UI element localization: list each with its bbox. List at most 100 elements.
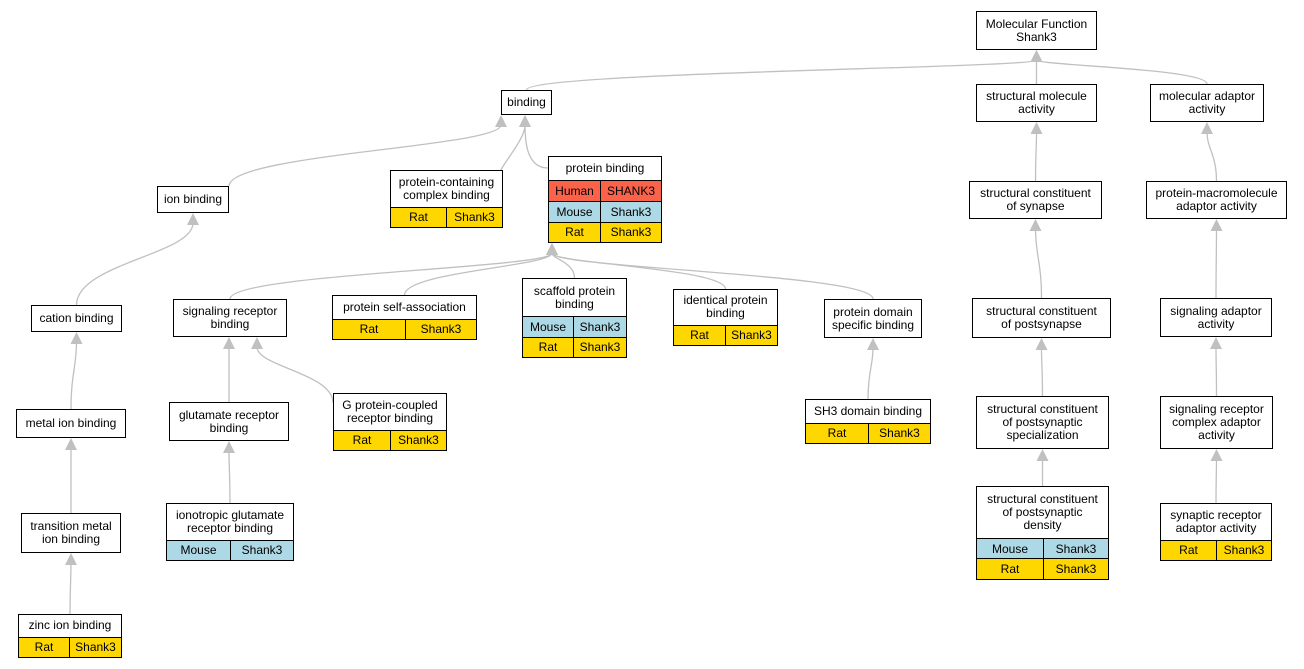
gene-label: Shank3 — [600, 222, 661, 243]
go-term-label: structural constituent of postsynaptic s… — [987, 402, 1098, 442]
gene-label: Shank3 — [405, 319, 476, 339]
edge-zinc-ion-binding-to-transition-metal-ion-binding — [69, 562, 72, 615]
edge-metal-ion-binding-to-cation-binding — [70, 341, 78, 410]
arrowhead-icon — [1036, 449, 1049, 461]
go-term-signaling-receptor-binding[interactable]: signaling receptor binding — [173, 299, 287, 337]
annotation-row-human: Human SHANK3 — [549, 180, 661, 201]
go-term-molecular-adaptor-activity[interactable]: molecular adaptor activity — [1150, 84, 1264, 122]
go-term-protein-domain-specific-binding[interactable]: protein domain specific binding — [824, 299, 922, 338]
go-term-label: protein binding — [565, 161, 645, 176]
annotation-row-mouse: Mouse Shank3 — [167, 539, 293, 560]
go-term-structural-constituent-of-postsynaptic-density[interactable]: structural constituent of postsynaptic d… — [976, 486, 1109, 580]
gene-label: Shank3 — [230, 540, 293, 560]
go-term-label: protein domain specific binding — [831, 304, 915, 332]
species-label: Mouse — [529, 319, 567, 334]
go-term-label: protein-macromolecule adaptor activity — [1155, 186, 1278, 213]
arrowhead-icon — [519, 115, 531, 127]
go-term-label: glutamate receptor binding — [178, 407, 280, 435]
gene-label: Shank3 — [69, 637, 121, 657]
go-term-transition-metal-ion-binding[interactable]: transition metal ion binding — [21, 513, 121, 553]
go-term-label: molecular adaptor activity — [1158, 89, 1256, 116]
arrowhead-icon — [1035, 338, 1048, 350]
annotation-row-rat: Rat Shank3 — [523, 336, 626, 357]
arrowhead-icon — [495, 115, 507, 127]
edge-ionotropic-glutamate-receptor-binding-to-glutamate-receptor-binding — [228, 450, 231, 504]
annotation-row-rat: Rat Shank3 — [19, 636, 121, 657]
arrowhead-icon — [70, 332, 83, 344]
species-label: Rat — [34, 640, 54, 655]
go-term-label: Molecular Function Shank3 — [985, 16, 1088, 44]
go-term-label: structural molecule activity — [986, 89, 1087, 116]
species-label: Mouse — [556, 204, 593, 219]
go-term-structural-constituent-of-synapse[interactable]: structural constituent of synapse — [969, 181, 1102, 219]
go-term-cation-binding[interactable]: cation binding — [31, 305, 122, 332]
go-term-ion-binding[interactable]: ion binding — [157, 186, 229, 213]
go-term-protein-macromolecule-adaptor-activity[interactable]: protein-macromolecule adaptor activity — [1146, 181, 1287, 219]
go-term-structural-constituent-of-postsynapse[interactable]: structural constituent of postsynapse — [972, 298, 1111, 338]
go-term-structural-molecule-activity[interactable]: structural molecule activity — [976, 84, 1097, 122]
species-label: Mouse — [991, 541, 1029, 556]
go-term-label: synaptic receptor adaptor activity — [1170, 507, 1262, 535]
go-term-mf[interactable]: Molecular Function Shank3 — [976, 11, 1097, 50]
arrowhead-icon — [223, 441, 235, 453]
gene-label: Shank3 — [600, 201, 661, 222]
go-term-label: ionotropic glutamate receptor binding — [175, 507, 285, 535]
go-term-label: SH3 domain binding — [813, 403, 923, 418]
edge-binding-to-mf — [525, 59, 1038, 91]
arrowhead-icon — [65, 553, 77, 565]
go-term-label: signaling receptor complex adaptor activ… — [1169, 402, 1264, 442]
go-term-label: transition metal ion binding — [30, 519, 112, 546]
annotation-row-mouse: Mouse Shank3 — [977, 537, 1108, 559]
edge-scaffold-protein-binding-to-protein-binding — [551, 252, 576, 279]
go-term-signaling-adaptor-activity[interactable]: signaling adaptor activity — [1160, 298, 1272, 337]
species-label: Rat — [409, 210, 428, 225]
gene-label: Shank3 — [446, 207, 502, 227]
species-label: Rat — [1179, 543, 1198, 558]
edge-protein-self-association-to-protein-binding — [403, 252, 553, 296]
arrowhead-icon — [251, 337, 263, 349]
species-label: Mouse — [180, 543, 217, 558]
species-label: Rat — [359, 322, 379, 337]
gene-label: Shank3 — [573, 317, 626, 337]
edge-protein-domain-specific-binding-to-protein-binding — [551, 252, 874, 300]
go-term-metal-ion-binding[interactable]: metal ion binding — [16, 409, 126, 438]
go-term-label: zinc ion binding — [28, 618, 112, 633]
gene-label: Shank3 — [573, 337, 626, 357]
arrowhead-icon — [223, 337, 235, 349]
gene-label: Shank3 — [725, 325, 777, 345]
go-term-signaling-receptor-complex-adaptor-activity[interactable]: signaling receptor complex adaptor activ… — [1160, 396, 1273, 449]
arrowhead-icon — [1030, 122, 1043, 134]
gene-label: Shank3 — [390, 430, 446, 450]
go-term-label: structural constituent of postsynapse — [986, 304, 1097, 331]
edge-structural-constituent-of-postsynaptic-specialization-to-structural-constituent-of-postsynapse — [1040, 347, 1044, 397]
edge-protein-binding-to-binding — [524, 124, 549, 169]
arrowhead-icon — [65, 438, 77, 450]
go-term-binding[interactable]: binding — [501, 90, 552, 115]
edge-g-protein-coupled-receptor-binding-to-signaling-receptor-binding — [256, 346, 334, 404]
annotation-row-rat: Rat Shank3 — [391, 206, 502, 227]
species-label: Rat — [538, 340, 558, 355]
species-label: Human — [555, 184, 594, 199]
go-term-structural-constituent-of-postsynaptic-specialization[interactable]: structural constituent of postsynaptic s… — [976, 396, 1109, 449]
go-term-glutamate-receptor-binding[interactable]: glutamate receptor binding — [169, 402, 289, 441]
go-term-label: scaffold protein binding — [533, 283, 616, 311]
gene-label: Shank3 — [1043, 538, 1108, 559]
go-term-label: G protein-coupled receptor binding — [342, 397, 438, 425]
edge-signaling-adaptor-activity-to-protein-macromolecule-adaptor-activity — [1215, 228, 1218, 299]
go-term-label: structural constituent of postsynaptic d… — [987, 491, 1098, 532]
gene-label: SHANK3 — [600, 181, 661, 201]
arrowhead-icon — [1210, 449, 1223, 461]
